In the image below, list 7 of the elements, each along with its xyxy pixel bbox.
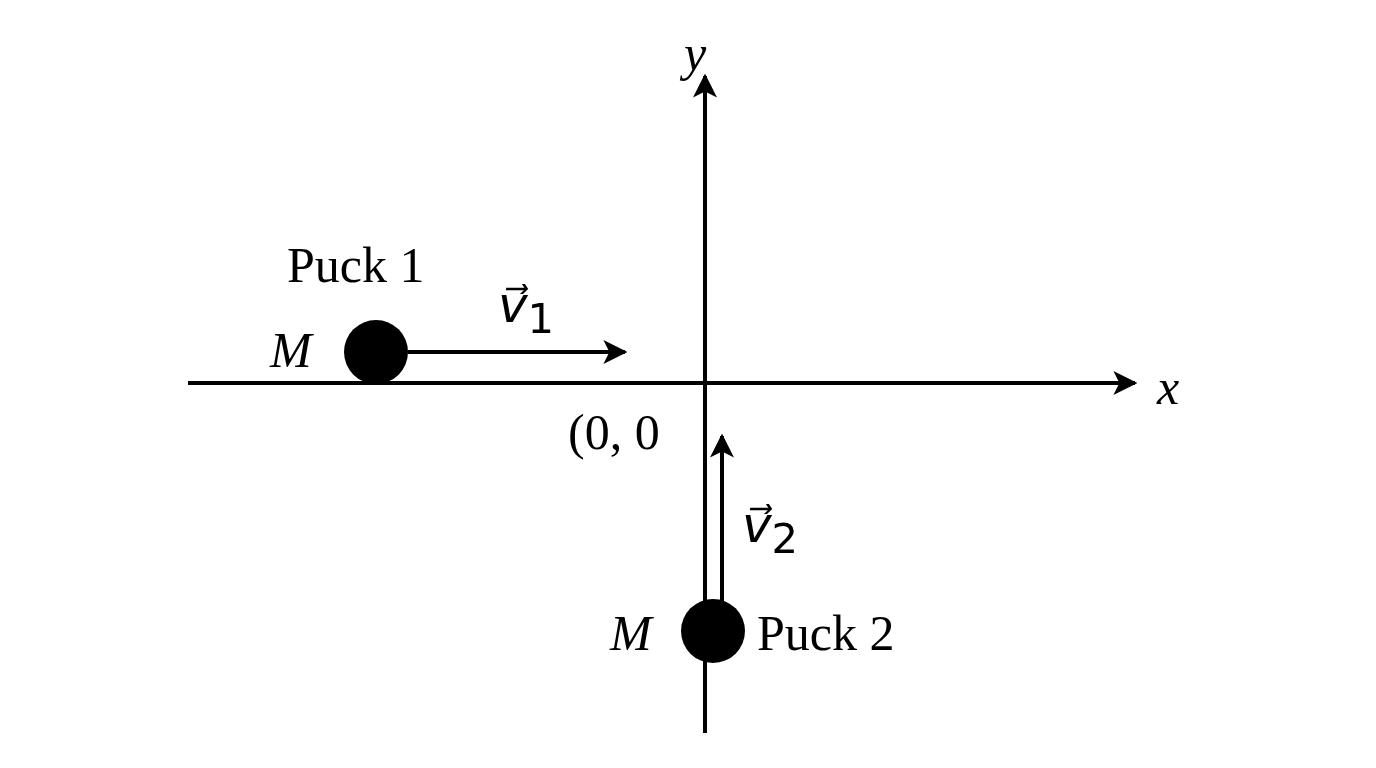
puck-label: Puck 2	[757, 608, 895, 658]
velocity-label: v⃗$_{2}$	[742, 500, 799, 560]
velocity-label: v⃗$_{1}$	[498, 280, 555, 340]
mass-label: M	[610, 608, 652, 658]
puck-label: Puck 1	[287, 240, 425, 290]
mass-label: M	[270, 325, 312, 375]
axis-label: x	[1157, 362, 1180, 412]
